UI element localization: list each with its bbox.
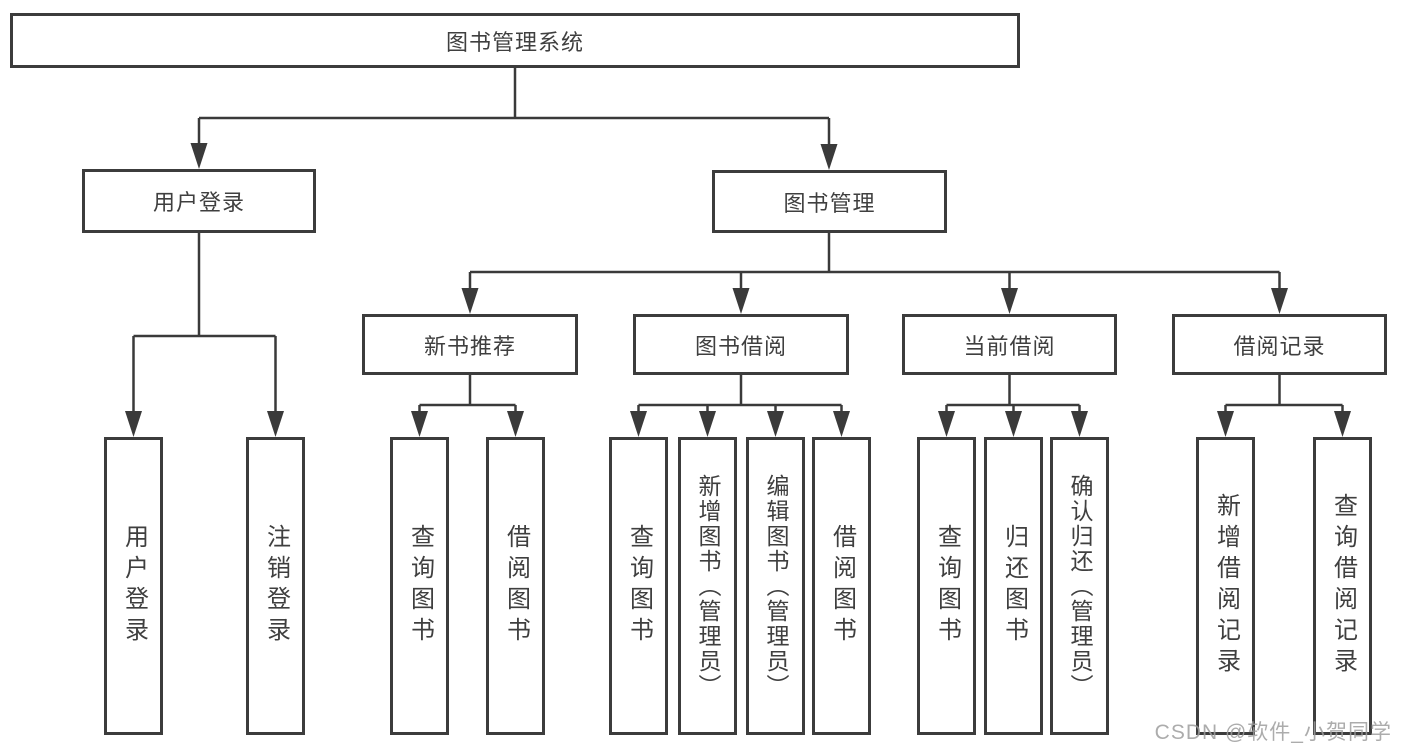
leaf-confirm-return-admin: 确认归还（管理员） <box>1050 437 1109 735</box>
leaf-query-books-recommend: 查询图书 <box>390 437 449 735</box>
leaf-query-books-borrow: 查询图书 <box>609 437 668 735</box>
node-book-management-module: 图书管理 <box>712 170 947 233</box>
leaf-edit-books-admin: 编辑图书（管理员） <box>746 437 805 735</box>
node-label: 确认归还（管理员） <box>1067 473 1093 699</box>
node-label: 新增图书（管理员） <box>695 473 721 699</box>
node-label: 图书管理系统 <box>445 29 584 55</box>
node-label: 新增借阅记录 <box>1212 493 1240 679</box>
node-label: 查询图书 <box>625 524 653 648</box>
node-borrowing-records: 借阅记录 <box>1172 314 1387 375</box>
node-label: 注销登录 <box>262 524 290 648</box>
node-book-borrowing: 图书借阅 <box>633 314 849 375</box>
node-new-book-recommendation: 新书推荐 <box>362 314 578 375</box>
leaf-borrow-books: 借阅图书 <box>812 437 871 735</box>
leaf-query-books-current: 查询图书 <box>917 437 976 735</box>
node-label: 编辑图书（管理员） <box>763 473 789 699</box>
leaf-logout: 注销登录 <box>246 437 305 735</box>
node-label: 图书借阅 <box>694 333 787 359</box>
node-label: 查询借阅记录 <box>1329 493 1357 679</box>
node-label: 用户登录 <box>152 190 245 215</box>
node-user-login-module: 用户登录 <box>82 169 316 233</box>
node-label: 归还图书 <box>1000 524 1028 648</box>
node-label: 新书推荐 <box>423 333 516 359</box>
leaf-add-borrow-record: 新增借阅记录 <box>1196 437 1255 735</box>
node-label: 借阅记录 <box>1233 333 1326 359</box>
leaf-borrow-books-recommend: 借阅图书 <box>486 437 545 735</box>
node-label: 借阅图书 <box>502 524 530 648</box>
node-label: 当前借阅 <box>963 333 1056 359</box>
node-label: 查询图书 <box>406 524 434 648</box>
leaf-query-borrow-record: 查询借阅记录 <box>1313 437 1372 735</box>
leaf-user-login: 用户登录 <box>104 437 163 735</box>
node-current-borrowing: 当前借阅 <box>902 314 1117 375</box>
node-label: 借阅图书 <box>828 524 856 648</box>
leaf-return-books: 归还图书 <box>984 437 1043 735</box>
node-library-management-system: 图书管理系统 <box>10 13 1020 68</box>
leaf-add-books-admin: 新增图书（管理员） <box>678 437 737 735</box>
node-label: 图书管理 <box>783 190 876 216</box>
watermark: CSDN @软件_小贺同学 <box>1154 721 1392 744</box>
node-label: 查询图书 <box>933 524 961 648</box>
node-label: 用户登录 <box>120 524 148 648</box>
